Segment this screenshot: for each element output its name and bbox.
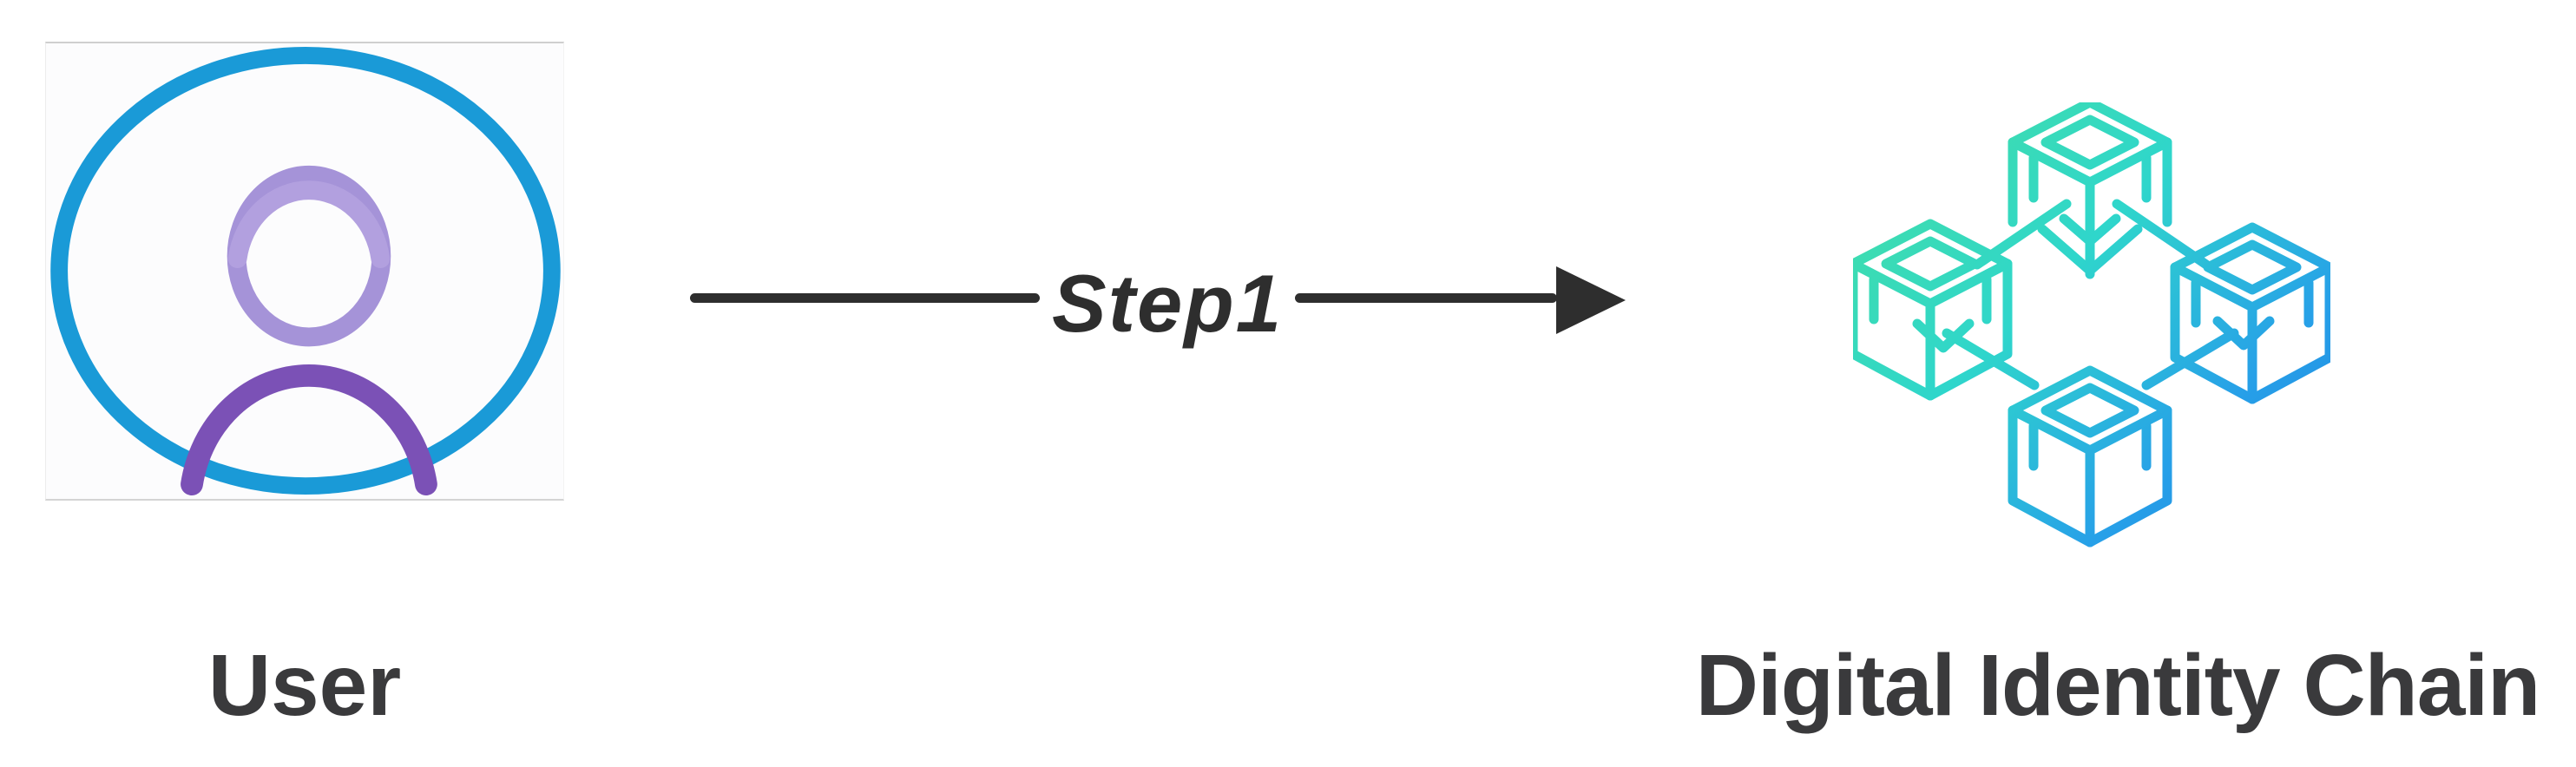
- arrow-line-left: [690, 293, 1040, 303]
- chain-cube-top: [2008, 102, 2172, 279]
- step-label: Step1: [1052, 258, 1283, 349]
- user-head-highlight: [227, 180, 391, 269]
- blockchain-icon-svg: [1853, 102, 2330, 547]
- chain-cube-bottom: [2008, 365, 2172, 547]
- user-shoulders: [181, 364, 437, 496]
- user-circle: [50, 46, 561, 495]
- user-icon: [45, 42, 564, 501]
- user-label: User: [207, 637, 402, 734]
- arrow-line-right: [1295, 293, 1557, 303]
- user-icon-svg: [50, 46, 561, 496]
- chain-cube-right: [2170, 222, 2330, 404]
- arrowhead-icon: [1556, 266, 1626, 334]
- blockchain-icon: [1853, 102, 2330, 567]
- chain-label: Digital Identity Chain: [1695, 637, 2540, 734]
- chain-cube-left: [1853, 219, 2013, 401]
